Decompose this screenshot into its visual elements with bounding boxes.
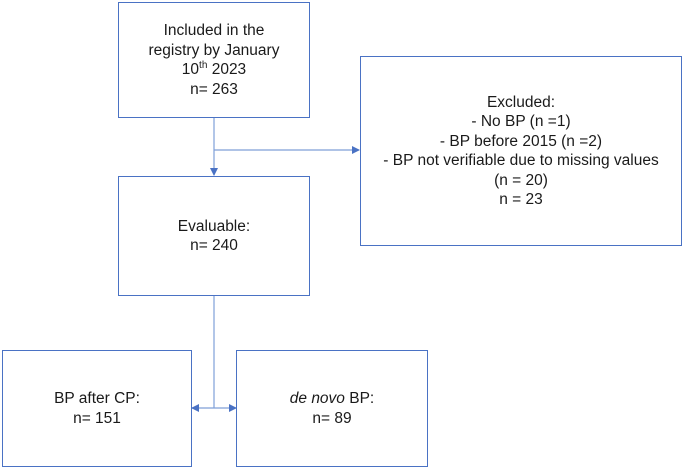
evaluable-count: n= 240 [190, 237, 238, 254]
de-novo-title-rest: BP: [344, 390, 375, 407]
included-box: Included in the registry by January 10th… [118, 2, 310, 118]
bp-after-cp-count: n= 151 [73, 409, 121, 427]
excluded-reason-1: - No BP (n =1) [471, 113, 571, 130]
included-year: 2023 [207, 61, 247, 78]
included-count: n= 263 [190, 80, 238, 98]
excluded-reason-3: - BP not verifiable due to missing value… [383, 152, 659, 169]
excluded-count: n = 23 [499, 191, 543, 208]
de-novo-bp-title: de novo BP: [290, 389, 374, 409]
de-novo-bp-box: de novo BP: n= 89 [236, 350, 428, 467]
included-day-suffix: th [199, 59, 208, 71]
excluded-reason-2: - BP before 2015 (n =2) [439, 132, 603, 150]
evaluable-title: Evaluable: [177, 217, 251, 235]
excluded-box: Excluded: - No BP (n =1) - BP before 201… [360, 56, 682, 246]
evaluable-box: Evaluable: n= 240 [118, 176, 310, 296]
included-line-3: 10th 2023 [182, 60, 246, 80]
excluded-title: Excluded: [486, 93, 556, 111]
included-day: 10 [181, 61, 200, 78]
bp-after-cp-box: BP after CP: n= 151 [2, 350, 192, 467]
included-line-1: Included in the [163, 22, 265, 39]
de-novo-bp-count: n= 89 [312, 409, 352, 427]
excluded-reason-3-count: (n = 20) [494, 171, 548, 189]
bp-after-cp-title: BP after CP: [54, 390, 140, 407]
included-line-2: registry by January [148, 41, 280, 59]
de-novo-italic: de novo [289, 390, 345, 407]
